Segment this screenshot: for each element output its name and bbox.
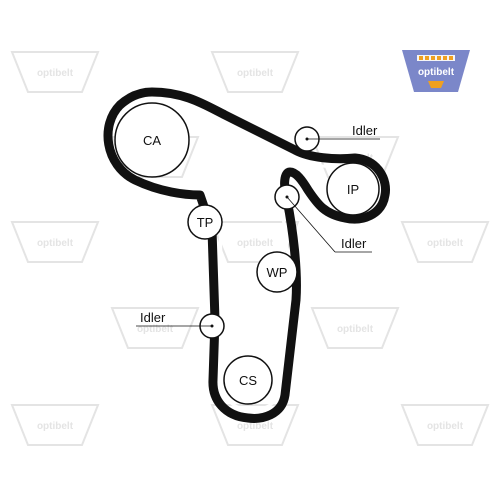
watermark-mark: optibelt [400,404,490,446]
watermark-mark: optibelt [10,404,100,446]
idler-top-label: Idler [352,123,378,138]
watermark-text: optibelt [137,324,174,335]
idler-middle [274,184,372,253]
optibelt-logo: optibelt [402,50,470,92]
pulley-cs-label: CS [239,373,257,388]
pulley-tp: TP [187,204,223,240]
watermark-text: optibelt [237,238,274,249]
watermark-mark: optibelt [10,51,100,93]
pulley-ip: IP [326,162,380,216]
watermark-text: optibelt [427,238,464,249]
idler-middle-label: Idler [341,236,367,251]
pulley-ca-label: CA [143,133,161,148]
watermark-mark: optibelt [110,307,200,349]
idler-bottom-label: Idler [140,310,166,325]
pulley-wp: WP [256,251,298,293]
pulley-ip-label: IP [347,182,359,197]
idler-top [294,126,380,152]
watermark-text: optibelt [337,324,374,335]
watermark-text: optibelt [237,68,274,79]
watermark-text: optibelt [37,421,74,432]
pulley-cs: CS [223,355,273,405]
pulley-wp-label: WP [267,265,288,280]
watermark-mark: optibelt [400,221,490,263]
watermark-text: optibelt [37,68,74,79]
pulley-tp-label: TP [197,215,214,230]
watermark-mark: optibelt [310,307,400,349]
watermark-text: optibelt [427,421,464,432]
watermark-text: optibelt [237,421,274,432]
watermark-mark: optibelt [10,221,100,263]
idler-bottom [136,313,225,339]
watermark-mark: optibelt [210,51,300,93]
watermark-text: optibelt [37,238,74,249]
pulley-ca: CA [114,102,190,178]
logo-text: optibelt [418,67,455,78]
